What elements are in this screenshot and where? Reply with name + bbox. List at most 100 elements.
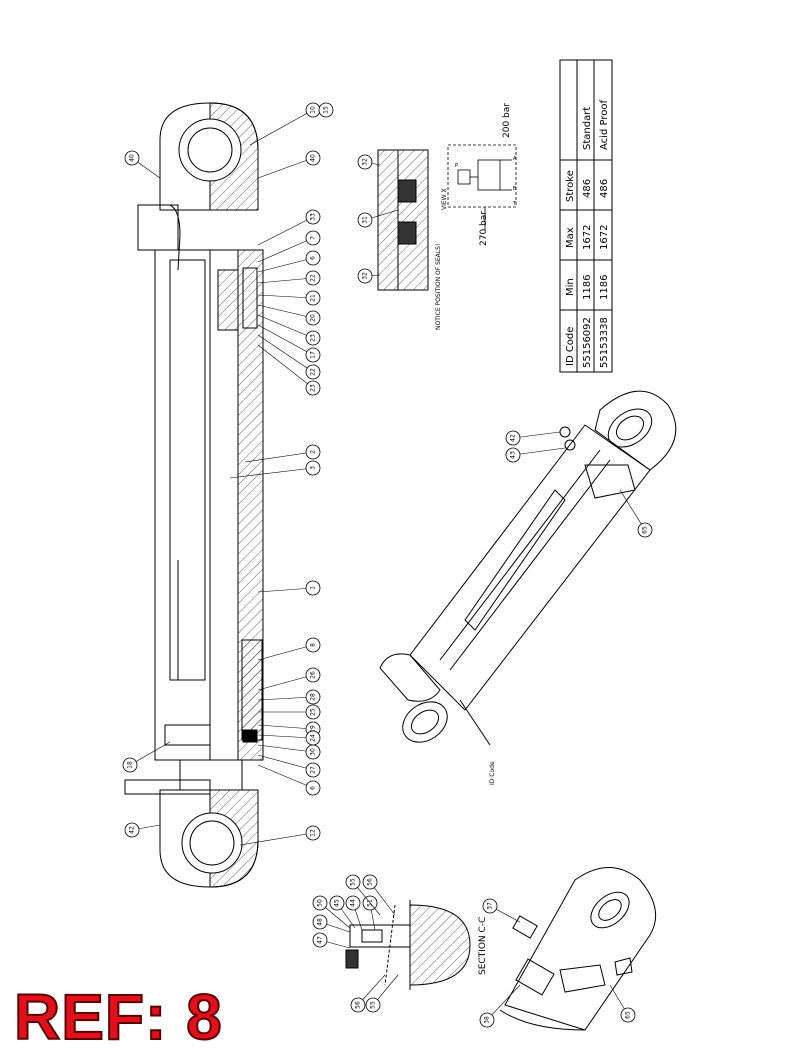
- balloon-circle: [505, 447, 521, 463]
- balloon-circle: [124, 822, 140, 838]
- balloon-number: 56: [367, 878, 374, 886]
- balloon-number: 55: [370, 1001, 377, 1009]
- balloon-number: 10: [310, 106, 317, 114]
- balloon-number: 32: [362, 158, 369, 166]
- balloon-number: 65: [625, 1011, 632, 1019]
- balloon-number: 40: [129, 154, 136, 162]
- leader-line: [512, 431, 561, 439]
- balloon-circle: [357, 154, 373, 170]
- balloon-circle: [305, 250, 321, 266]
- leader-line: [129, 741, 171, 766]
- balloon-circle: [305, 689, 321, 705]
- balloon-circle: [479, 1012, 495, 1028]
- balloon-number: 31: [362, 216, 369, 224]
- balloon-circle: [305, 270, 321, 286]
- table-cell: 1186: [599, 275, 610, 300]
- balloon-number: 12: [310, 829, 317, 837]
- leader-line: [257, 277, 314, 284]
- balloon-circle: [305, 209, 321, 225]
- balloon-circle: [122, 757, 138, 773]
- balloon-number: 6: [310, 786, 317, 790]
- balloon-number: 42: [129, 826, 136, 834]
- port-a-label: A: [513, 156, 517, 162]
- balloon-number: 6: [310, 256, 317, 260]
- table-cell: 55153338: [599, 317, 610, 368]
- balloon-circle: [305, 150, 321, 166]
- balloon-number: 29: [310, 725, 317, 733]
- balloon-number: 26: [310, 671, 317, 679]
- leader-line: [512, 447, 566, 456]
- balloon-number: 48: [317, 918, 324, 926]
- balloon-number: 42: [510, 434, 517, 442]
- balloon-circle: [305, 637, 321, 653]
- balloon-number: 17: [310, 351, 317, 359]
- view-x-label: VIEW X: [441, 188, 448, 210]
- leader-line: [229, 467, 314, 479]
- table-cell: Acid Proof: [599, 100, 610, 150]
- balloon-number: 30: [310, 748, 317, 756]
- balloon-number: 15: [323, 106, 330, 114]
- leader-line: [257, 674, 314, 691]
- balloon-number: 23: [310, 384, 317, 392]
- balloon-number: 21: [310, 294, 317, 302]
- balloon-circle: [305, 444, 321, 460]
- notice-seals-text: NOTICE POSITION OF SEALS!: [435, 244, 442, 330]
- detail-balloons: 32 31 32: [357, 154, 399, 284]
- balloon-circle: [362, 874, 378, 890]
- balloon-number: 2: [310, 450, 317, 454]
- table-header-min: Min: [565, 278, 576, 296]
- balloon-circle: [305, 580, 321, 596]
- table-cell: 486: [582, 179, 593, 198]
- leader-line: [257, 216, 314, 246]
- leader-line: [257, 754, 314, 771]
- table-header-id-code: ID Code: [565, 327, 576, 366]
- balloon-number: 40: [310, 154, 317, 162]
- balloon-number: 65: [642, 526, 649, 534]
- table-cell: 1186: [582, 275, 593, 300]
- seal-detail-view: VIEW X NOTICE POSITION OF SEALS!: [377, 149, 448, 330]
- spec-table: ID Code Min Max Stroke 55156092 1186 167…: [559, 59, 613, 373]
- leader-line: [257, 344, 314, 389]
- balloon-circle: [357, 268, 373, 284]
- isometric-cylinder: ID Code: [379, 390, 677, 785]
- leader-line: [249, 109, 314, 146]
- balloon-number: 32: [362, 272, 369, 280]
- leader-line: [257, 294, 314, 299]
- leader-line: [257, 696, 314, 701]
- id-code-callout: ID Code: [489, 761, 496, 785]
- balloon-circle: [505, 430, 521, 446]
- balloon-circle: [312, 895, 328, 911]
- leader-line: [257, 724, 314, 730]
- table-header-max: Max: [565, 227, 576, 248]
- balloon-number: 45: [334, 899, 341, 907]
- balloon-circle: [318, 102, 334, 118]
- balloon-circle: [305, 460, 321, 476]
- balloon-circle: [620, 1007, 636, 1023]
- balloon-circle: [305, 290, 321, 306]
- balloon-circle: [357, 212, 373, 228]
- table-cell: 1672: [599, 225, 610, 250]
- balloon-circle: [305, 780, 321, 796]
- leader-line: [257, 734, 314, 739]
- balloon-number: 18: [127, 761, 134, 769]
- balloon-circle: [345, 874, 361, 890]
- table-header-stroke: Stroke: [565, 170, 576, 202]
- balloon-circle: [305, 744, 321, 760]
- leader-line: [619, 489, 646, 531]
- balloon-number: 37: [487, 902, 494, 910]
- balloon-number: 56: [355, 1001, 362, 1009]
- leader-line: [257, 744, 314, 753]
- section-balloons: 47485045445155565655: [312, 874, 399, 1013]
- pressure-200-label: 200 bar: [502, 103, 512, 138]
- table-cell: 55156092: [582, 317, 593, 368]
- balloon-number: 1: [310, 586, 317, 590]
- balloon-circle: [305, 230, 321, 246]
- balloon-number: 20: [310, 314, 317, 322]
- table-cell: 486: [599, 179, 610, 198]
- balloon-number: 47: [317, 936, 324, 944]
